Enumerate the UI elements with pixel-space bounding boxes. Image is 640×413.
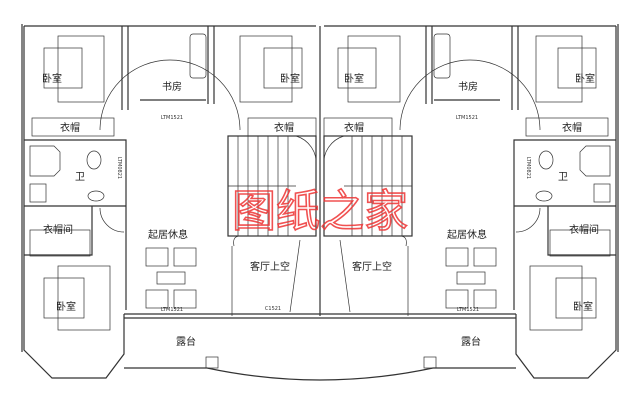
- desk-right: [433, 33, 451, 79]
- bed-n-right: [337, 35, 401, 103]
- svg-text:卧室: 卧室: [42, 72, 62, 85]
- bed-nw: 卧室: [42, 35, 105, 103]
- bed-ne: [535, 35, 597, 103]
- bath-fixtures: [29, 145, 611, 203]
- outer-walls: [21, 24, 619, 381]
- sofas-left: [145, 247, 197, 309]
- desk-left: [189, 33, 207, 79]
- bed-sw: [43, 265, 111, 331]
- interior-walls: [24, 26, 616, 316]
- bed-n-left: [239, 35, 303, 103]
- sofas-right: [445, 247, 497, 309]
- bed-se: [529, 265, 597, 331]
